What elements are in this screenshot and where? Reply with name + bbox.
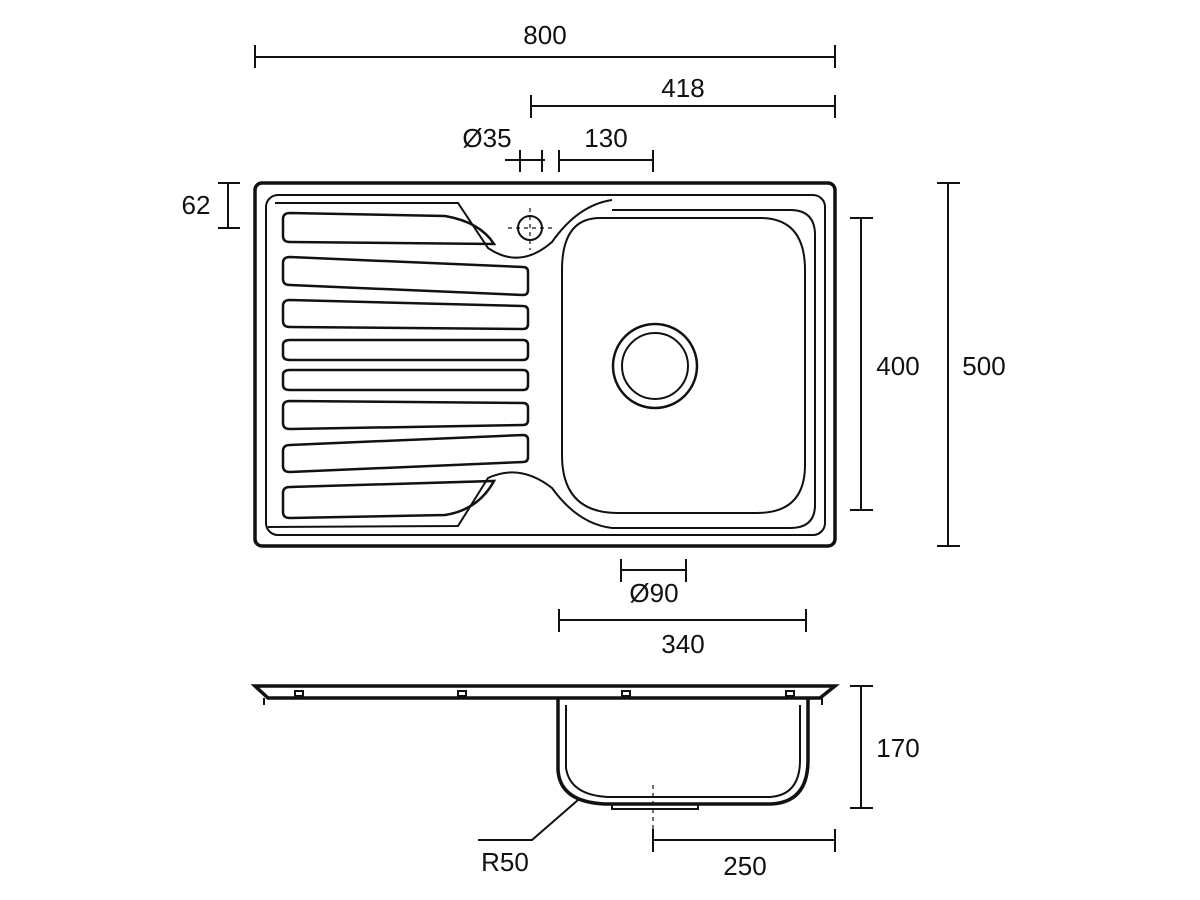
- drainer-ribs: [281, 211, 530, 520]
- dim-label-overall-width: 800: [523, 20, 566, 50]
- bowl-rim: [267, 209, 816, 529]
- dim-label-bowl-length: 400: [876, 351, 919, 381]
- sink-side-profile: [250, 684, 840, 700]
- dim-label-tap-hole-from-back: 62: [182, 190, 211, 220]
- dim-label-corner-radius: R50: [481, 847, 529, 877]
- drainer-rib: [281, 338, 530, 362]
- dim-label-tap-to-bowl: 130: [584, 123, 627, 153]
- dim-label-overall-depth: 500: [962, 351, 1005, 381]
- drainer-rib: [281, 298, 530, 331]
- top-view: [253, 181, 837, 548]
- bowl-side-profile: [556, 698, 810, 806]
- dim-label-waste-offset: 250: [723, 851, 766, 881]
- sink-inner-rim: [265, 194, 826, 536]
- dimension-labels: 800 418 Ø35 130 62 400 500 Ø90 340 170 R…: [182, 20, 1006, 881]
- drainer-rib: [281, 479, 497, 520]
- side-view: [250, 684, 840, 830]
- dim-label-bowl-depth: 170: [876, 733, 919, 763]
- bowl-basin: [561, 217, 806, 514]
- drainer-rib: [281, 255, 530, 297]
- drainer-rib: [281, 211, 497, 246]
- dim-label-waste-diameter: Ø90: [629, 578, 678, 608]
- dim-label-bowl-width: 340: [661, 629, 704, 659]
- sink-outline: [253, 181, 837, 548]
- dim-label-tap-hole-diameter: Ø35: [462, 123, 511, 153]
- drainer-rib: [281, 368, 530, 392]
- waste-outlet: [611, 322, 699, 410]
- drainer-rib: [281, 433, 530, 474]
- dim-label-bowl-offset: 418: [661, 73, 704, 103]
- drainer-rib: [281, 399, 530, 431]
- waste-fitting: [611, 803, 699, 810]
- dimension-lines: [218, 45, 960, 852]
